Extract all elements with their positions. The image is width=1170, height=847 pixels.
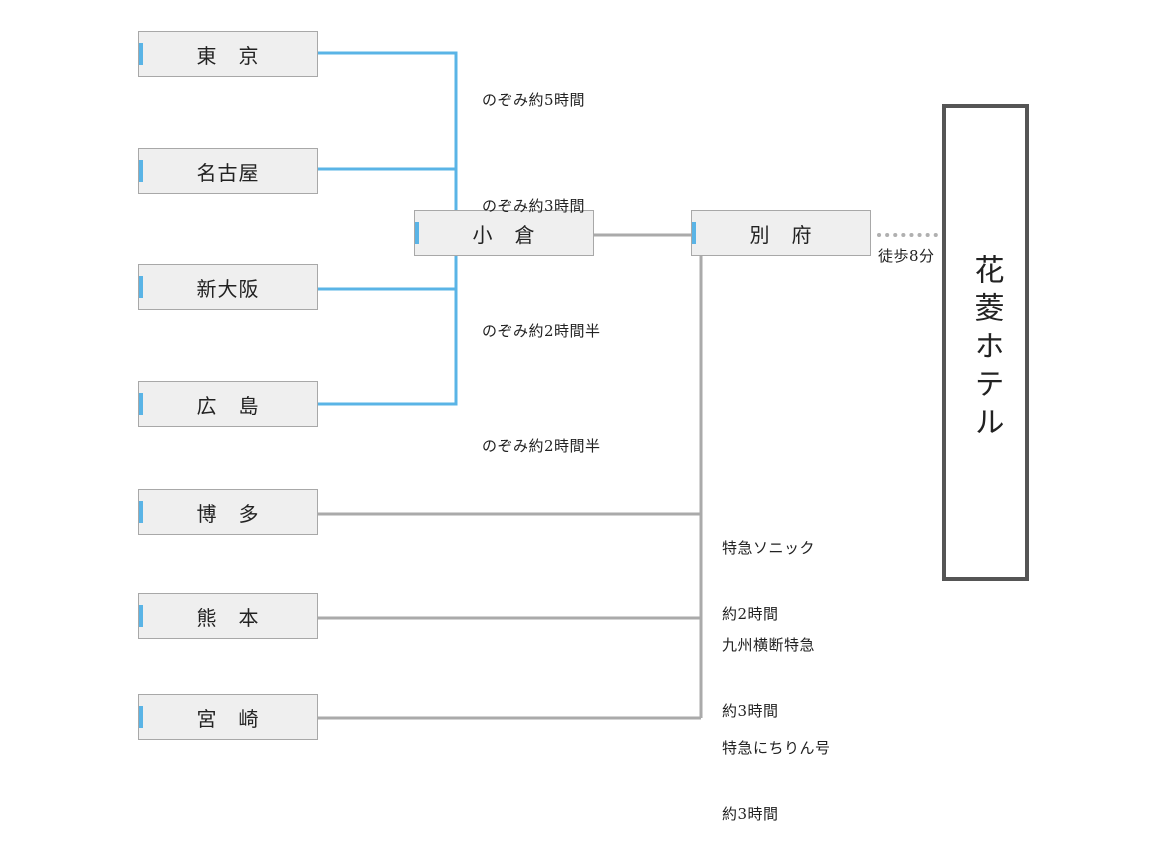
route-note-line: のぞみ約2時間半: [482, 322, 601, 340]
station-tokyo: 東 京: [138, 31, 318, 77]
station-hiroshima: 広 島: [138, 381, 318, 427]
station-miyazaki: 宮 崎: [138, 694, 318, 740]
route-note-line: 約3時間: [722, 702, 779, 720]
route-note-line: のぞみ約3時間: [482, 197, 586, 215]
route-note-line: 約3時間: [722, 805, 779, 823]
walk-time-label: 徒歩8分: [878, 247, 935, 265]
station-hakata: 博 多: [138, 489, 318, 535]
route-note-kumamoto: 九州横断特急 約3時間: [722, 590, 815, 744]
route-note-hiroshima: のぞみ約2時間半: [482, 391, 601, 479]
route-note-line: 特急ソニック: [722, 539, 816, 557]
route-note-line: のぞみ約2時間半: [482, 437, 601, 455]
station-kumamoto: 熊 本: [138, 593, 318, 639]
station-label: 東 京: [196, 43, 260, 68]
station-label: 熊 本: [196, 605, 260, 630]
route-lines: [318, 51, 944, 720]
station-label: 別 府: [749, 222, 813, 247]
station-label: 広 島: [196, 393, 260, 418]
line-tokyo-kokura: [318, 51, 458, 211]
route-note-shin-osaka: のぞみ約2時間半: [482, 276, 601, 364]
station-label: 小 倉: [472, 222, 536, 247]
limited-express-lines: [318, 233, 703, 720]
station-nagoya: 名古屋: [138, 148, 318, 194]
route-note-line: 特急にちりん号: [722, 739, 831, 757]
route-note-miyazaki: 特急にちりん号 約3時間: [722, 693, 831, 847]
station-shin-osaka: 新大阪: [138, 264, 318, 310]
route-note-line: 九州横断特急: [722, 636, 816, 654]
station-label: 宮 崎: [196, 706, 260, 731]
route-note-nagoya: のぞみ約3時間: [482, 151, 585, 239]
station-kokura: 小 倉: [414, 210, 594, 256]
route-note-tokyo: のぞみ約5時間: [482, 45, 585, 133]
line-shin-osaka-kokura: [318, 256, 458, 291]
station-label: 博 多: [196, 501, 260, 526]
hotel-name: 花菱ホテル: [968, 254, 1004, 444]
shinkansen-lines: [318, 51, 458, 406]
route-note-hakata: 特急ソニック 約2時間: [722, 493, 815, 647]
station-label: 名古屋: [196, 160, 260, 185]
line-hiroshima-kokura: [318, 289, 458, 406]
station-beppu: 別 府: [691, 210, 871, 256]
station-label: 新大阪: [196, 276, 260, 301]
route-note-line: のぞみ約5時間: [482, 91, 586, 109]
route-note-line: 約2時間: [722, 605, 779, 623]
hotel-destination: 花菱ホテル: [942, 104, 1029, 581]
